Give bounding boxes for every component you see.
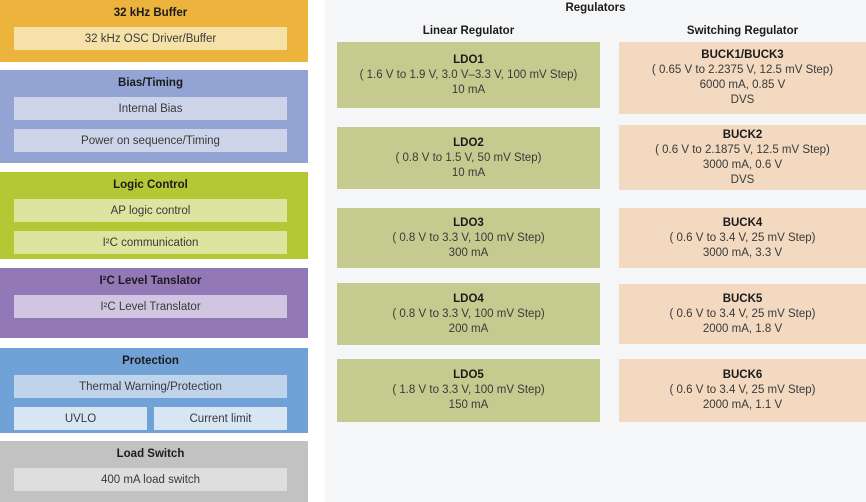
regulator-spec-line: 10 mA	[451, 166, 486, 179]
regulator-name: LDO5	[453, 369, 484, 381]
function-block-row: Internal Bias	[14, 97, 287, 120]
function-block-title: Load Switch	[116, 448, 185, 460]
regulator-name: BUCK4	[722, 216, 763, 229]
regulator-spec-line: 10 mA	[451, 83, 486, 96]
regulator-spec-line: 2000 mA, 1.8 V	[702, 322, 783, 335]
regulator-spec-line: ( 0.8 V to 1.5 V, 50 mV Step)	[395, 151, 542, 164]
regulator-spec-line: ( 0.65 V to 2.2375 V, 12.5 mV Step)	[651, 64, 834, 76]
function-block-item-current-limit: Current limit	[154, 407, 287, 430]
regulator-block-ldo3: LDO3 ( 0.8 V to 3.3 V, 100 mV Step) 300 mA	[337, 208, 600, 268]
regulator-spec-line: ( 0.6 V to 3.4 V, 25 mV Step)	[669, 307, 816, 320]
function-block-title: Bias/Timing	[118, 77, 183, 89]
regulator-spec-line: ( 0.6 V to 3.4 V, 25 mV Step)	[669, 384, 816, 396]
regulator-name: LDO2	[453, 136, 484, 149]
function-block-title: I²C Level Tanslator	[99, 275, 202, 287]
switching-regulator-header: Switching Regulator	[686, 25, 799, 37]
regulator-spec-line: 3000 mA, 3.3 V	[702, 246, 783, 259]
regulator-spec-line: ( 0.8 V to 3.3 V, 100 mV Step)	[392, 307, 545, 320]
regulator-spec-line: 200 mA	[448, 322, 489, 335]
function-block-item-uvlo: UVLO	[14, 407, 147, 430]
function-block-row: I²C Level Translator	[14, 295, 287, 318]
regulator-name: LDO4	[453, 292, 484, 305]
regulator-block-buck4: BUCK4 ( 0.6 V to 3.4 V, 25 mV Step) 3000 m…	[619, 208, 866, 268]
function-block-item-thermal-warning-protection: Thermal Warning/Protection	[14, 375, 287, 398]
regulator-spec-line: ( 1.8 V to 3.3 V, 100 mV Step)	[392, 384, 545, 396]
regulator-block-buck1-buck3: BUCK1/BUCK3 ( 0.65 V to 2.2375 V, 12.5 mV…	[619, 42, 866, 114]
regulator-spec-line: 6000 mA, 0.85 V	[699, 79, 786, 91]
regulator-spec-line: ( 0.6 V to 2.1875 V, 12.5 mV Step)	[655, 143, 830, 156]
regulator-name: LDO3	[453, 216, 484, 229]
regulator-block-buck2: BUCK2 ( 0.6 V to 2.1875 V, 12.5 mV Step) 3…	[619, 125, 866, 190]
function-block-title: 32 kHz Buffer	[113, 7, 188, 19]
function-block-row: AP logic control	[14, 199, 287, 222]
regulator-spec-line: ( 0.6 V to 3.4 V, 25 mV Step)	[669, 231, 816, 244]
regulator-spec-line: ( 1.6 V to 1.9 V, 3.0 V–3.3 V, 100 mV St…	[359, 68, 578, 81]
regulator-name: BUCK1/BUCK3	[701, 49, 784, 61]
function-block-item-internal-bias: Internal Bias	[14, 97, 287, 120]
function-block-row: 400 mA load switch	[14, 468, 287, 491]
function-block-title: Protection	[122, 355, 179, 367]
function-block-item-power-on-sequence-timing: Power on sequence/Timing	[14, 129, 287, 152]
regulator-spec-line: DVS	[730, 94, 755, 106]
regulator-spec-line: DVS	[730, 173, 755, 186]
regulator-spec-line: 3000 mA, 0.6 V	[702, 158, 783, 171]
regulator-block-ldo1: LDO1 ( 1.6 V to 1.9 V, 3.0 V–3.3 V, 100 m…	[337, 42, 600, 108]
function-block-item-32-khz-osc-driver-buffer: 32 kHz OSC Driver/Buffer	[14, 27, 287, 50]
function-block-row: 32 kHz OSC Driver/Buffer	[14, 27, 287, 50]
regulator-spec-line: 300 mA	[448, 246, 489, 259]
regulator-name: BUCK6	[722, 369, 763, 381]
function-block-item-ap-logic-control: AP logic control	[14, 199, 287, 222]
function-block-item-i-c-communication: I²C communication	[14, 231, 287, 254]
regulator-name: BUCK5	[722, 292, 763, 305]
regulator-name: LDO1	[453, 53, 484, 66]
regulator-block-buck6: BUCK6 ( 0.6 V to 3.4 V, 25 mV Step) 2000 m…	[619, 359, 866, 422]
regulator-spec-line: 2000 mA, 1.1 V	[702, 399, 783, 411]
function-block-item-i-c-level-translator: I²C Level Translator	[14, 295, 287, 318]
function-block-title: Logic Control	[113, 179, 188, 191]
regulator-name: BUCK2	[722, 128, 763, 141]
regulator-block-ldo2: LDO2 ( 0.8 V to 1.5 V, 50 mV Step) 10 mA	[337, 127, 600, 189]
function-block-row: UVLO Current limit	[14, 407, 287, 430]
function-block-row: I²C communication	[14, 231, 287, 254]
regulator-spec-line: 150 mA	[448, 399, 489, 411]
function-block-32-khz-buffer: 32 kHz Buffer 32 kHz OSC Driver/Buffer	[0, 0, 308, 62]
function-block-row: Thermal Warning/Protection	[14, 375, 287, 398]
regulator-block-ldo5: LDO5 ( 1.8 V to 3.3 V, 100 mV Step) 150 mA	[337, 359, 600, 422]
regulator-spec-line: ( 0.8 V to 3.3 V, 100 mV Step)	[392, 231, 545, 244]
regulators-title: Regulators	[565, 2, 626, 14]
regulator-block-ldo4: LDO4 ( 0.8 V to 3.3 V, 100 mV Step) 200 mA	[337, 283, 600, 345]
regulator-block-buck5: BUCK5 ( 0.6 V to 3.4 V, 25 mV Step) 2000 m…	[619, 284, 866, 344]
function-block-row: Power on sequence/Timing	[14, 129, 287, 152]
function-block-item-400-ma-load-switch: 400 mA load switch	[14, 468, 287, 491]
function-block-load-switch: Load Switch 400 mA load switch	[0, 441, 308, 502]
linear-regulator-header: Linear Regulator	[422, 25, 515, 37]
regulators-panel: Regulators Linear Regulator Switching Re…	[325, 0, 866, 502]
